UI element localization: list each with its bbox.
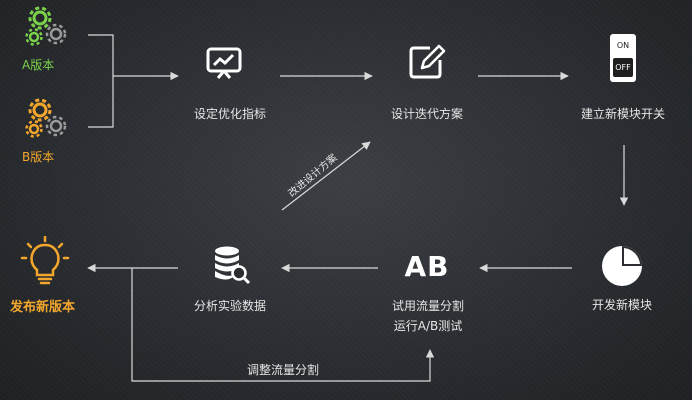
a-version-gears-icon xyxy=(25,6,67,46)
step-design-plan-label: 设计迭代方案 xyxy=(390,107,464,121)
switch-off-text: OFF xyxy=(613,58,633,77)
pie-chart-icon xyxy=(602,246,642,286)
bracket-line xyxy=(88,34,114,128)
step-release-label: 发布新版本 xyxy=(10,300,76,315)
step-develop-module-label: 开发新模块 xyxy=(591,298,653,312)
step-trial-line2: 运行A/B测试 xyxy=(393,319,463,333)
b-version-gears-icon xyxy=(25,98,67,138)
arrow-adjust-traffic xyxy=(131,268,435,382)
on-off-switch-icon: ON OFF xyxy=(610,34,636,82)
monitor-chart-icon xyxy=(206,47,242,79)
ab-badge: AB xyxy=(404,250,450,283)
step-trial-line1: 试用流量分割 xyxy=(391,299,465,313)
b-version-label: B版本 xyxy=(22,150,55,164)
step-set-goal-label: 设定优化指标 xyxy=(193,107,267,121)
a-version-label: A版本 xyxy=(22,58,55,72)
step-build-switch-label: 建立新模块开关 xyxy=(580,107,666,121)
step-analyze-label: 分析实验数据 xyxy=(193,299,267,313)
switch-on-text: ON xyxy=(616,41,630,50)
arrow-improve-design xyxy=(281,141,371,211)
lightbulb-icon xyxy=(20,236,70,285)
edit-pencil-icon xyxy=(409,44,446,79)
adjust-traffic-label: 调整流量分割 xyxy=(246,363,320,377)
database-search-icon xyxy=(215,246,251,285)
